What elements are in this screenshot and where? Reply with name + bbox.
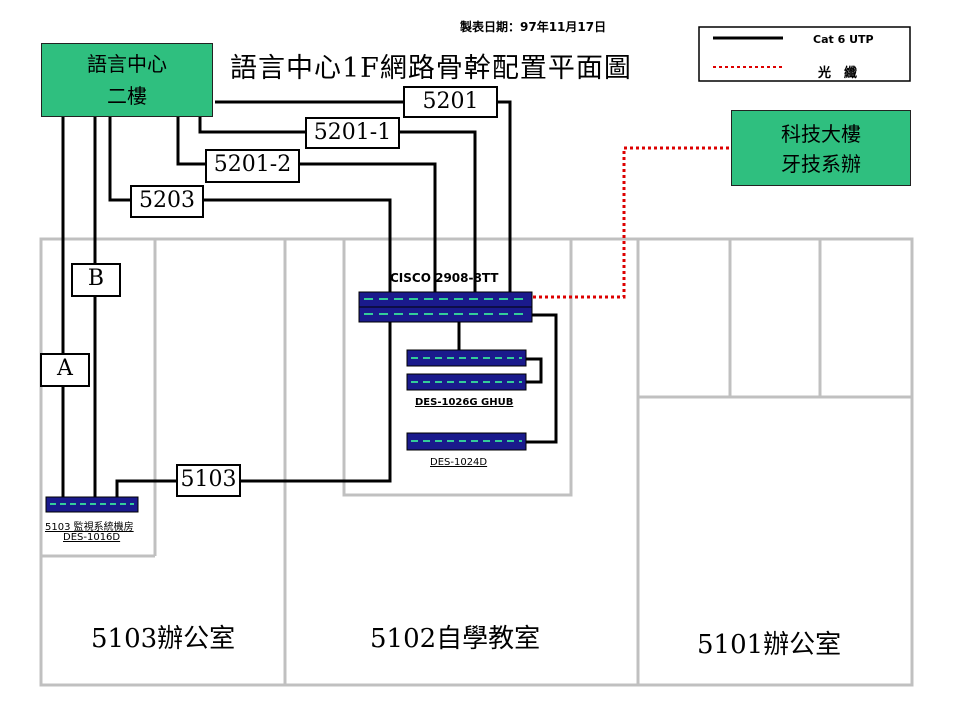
- link-label-b: B: [71, 263, 121, 297]
- language-center-box: 語言中心 二樓: [41, 43, 213, 117]
- des-1024d-label: DES-1024D: [430, 457, 488, 468]
- cisco-label: CISCO 2908-8TT: [390, 271, 499, 285]
- legend-fiber-label: 光 纖: [818, 66, 858, 81]
- room-label-5101: 5101辦公室: [697, 630, 842, 660]
- tech-building-box: 科技大樓 牙技系辦: [731, 110, 911, 186]
- des-1026g-label: DES-1026G GHUB: [415, 397, 514, 408]
- des-1024d-switch: [406, 432, 527, 451]
- link-label-5201: 5201: [403, 86, 498, 118]
- cisco-switch: [358, 291, 533, 323]
- link-label-5201-2: 5201-2: [205, 149, 300, 183]
- link-label-5201-1: 5201-1: [305, 117, 400, 149]
- link-label-5103: 5103: [176, 464, 241, 497]
- room-label-5102: 5102自學教室: [370, 624, 541, 654]
- des-1026g-switch: [406, 349, 527, 391]
- page-title: 語言中心1F網路骨幹配置平面圖: [230, 53, 632, 84]
- link-label-a: A: [40, 353, 90, 387]
- date-label: 製表日期：97年11月17日: [460, 20, 607, 34]
- room-label-5103: 5103辦公室: [91, 624, 236, 654]
- fiber-cable: [515, 146, 732, 299]
- legend-box: [698, 26, 911, 82]
- legend-cat6-label: Cat 6 UTP: [813, 33, 874, 46]
- des-1016d-room-label: 5103 監視系統機房: [45, 522, 134, 533]
- des-1016d-switch: [45, 496, 139, 513]
- link-label-5203: 5203: [130, 185, 204, 218]
- des-1016d-label: DES-1016D: [63, 532, 121, 543]
